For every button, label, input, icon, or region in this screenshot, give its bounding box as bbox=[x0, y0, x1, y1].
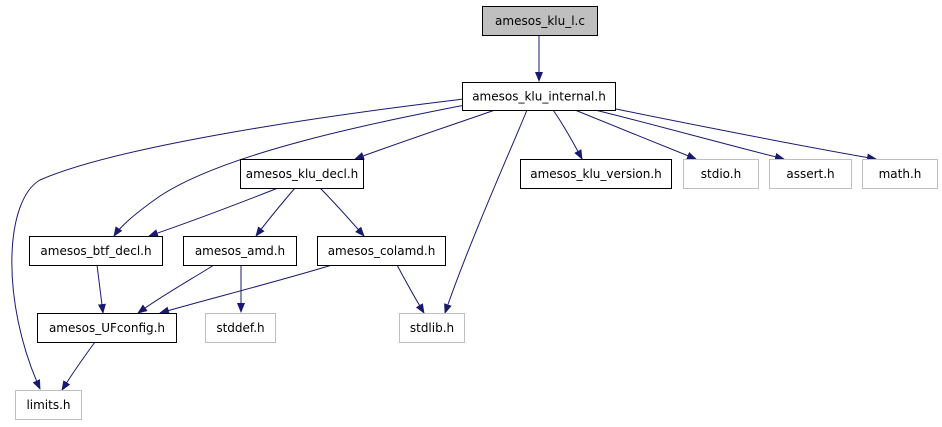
edge-amesos_klu_decl_h-to-amesos_btf_decl_h bbox=[148, 187, 279, 237]
node-label: amesos_klu_internal.h bbox=[472, 90, 606, 104]
edge-amesos_amd_h-to-amesos_UFconfig_h bbox=[137, 264, 215, 314]
node-stddef_h: stddef.h bbox=[205, 313, 276, 343]
node-math_h: math.h bbox=[862, 159, 938, 189]
node-label: stdlib.h bbox=[410, 321, 454, 335]
node-label: amesos_klu_l.c bbox=[495, 14, 585, 28]
node-amesos_klu_decl_h[interactable]: amesos_klu_decl.h bbox=[240, 159, 364, 189]
node-amesos_btf_decl_h[interactable]: amesos_btf_decl.h bbox=[29, 236, 163, 266]
node-box bbox=[29, 236, 163, 266]
edge-amesos_UFconfig_h-to-limits_h bbox=[61, 341, 96, 391]
edge-amesos_colamd_h-to-stdlib_h bbox=[396, 264, 425, 314]
edge-amesos_btf_decl_h-to-amesos_UFconfig_h bbox=[96, 264, 106, 314]
node-limits_h: limits.h bbox=[15, 390, 82, 420]
nodes-layer: amesos_klu_l.c amesos_klu_internal.hameso… bbox=[15, 6, 938, 420]
node-label: amesos_btf_decl.h bbox=[40, 244, 151, 258]
node-box bbox=[520, 159, 672, 189]
node-label: amesos_UFconfig.h bbox=[49, 321, 165, 335]
node-stdio_h: stdio.h bbox=[683, 159, 759, 189]
edge-amesos_klu_decl_h-to-amesos_amd_h bbox=[255, 187, 296, 237]
edge-amesos_colamd_h-to-amesos_UFconfig_h bbox=[159, 264, 333, 315]
edge-amesos_klu_internal_h-to-amesos_klu_decl_h bbox=[354, 109, 496, 160]
node-label: amesos_klu_decl.h bbox=[246, 167, 359, 181]
edge-amesos_klu_internal_h-to-limits_h bbox=[11, 98, 465, 390]
node-box bbox=[683, 159, 759, 189]
node-box bbox=[205, 313, 276, 343]
node-amesos_klu_l_c[interactable]: amesos_klu_l.c bbox=[482, 6, 598, 36]
node-amesos_amd_h[interactable]: amesos_amd.h bbox=[183, 236, 297, 266]
node-amesos_klu_version_h[interactable]: amesos_klu_version.h bbox=[520, 159, 672, 189]
edge-amesos_klu_internal_h-to-amesos_btf_decl_h bbox=[113, 103, 471, 237]
edge-amesos_klu_internal_h-to-stdlib_h bbox=[444, 109, 528, 314]
node-stdlib_h: stdlib.h bbox=[399, 313, 465, 343]
node-box bbox=[317, 236, 446, 266]
node-box bbox=[399, 313, 465, 343]
edge-amesos_klu_internal_h-to-assert_h bbox=[594, 109, 785, 161]
node-assert_h: assert.h bbox=[769, 159, 852, 189]
edge-amesos_klu_internal_h-to-stdio_h bbox=[574, 109, 697, 160]
node-label: stdio.h bbox=[701, 167, 741, 181]
node-label: amesos_klu_version.h bbox=[530, 167, 662, 181]
node-label: math.h bbox=[879, 167, 922, 181]
node-amesos_UFconfig_h[interactable]: amesos_UFconfig.h bbox=[37, 313, 177, 343]
node-box bbox=[15, 390, 82, 420]
edge-amesos_klu_decl_h-to-amesos_colamd_h bbox=[319, 187, 365, 237]
node-box bbox=[862, 159, 938, 189]
node-label: limits.h bbox=[26, 398, 70, 412]
node-box bbox=[240, 159, 364, 189]
node-label: amesos_amd.h bbox=[195, 244, 285, 258]
edges-layer bbox=[11, 35, 877, 391]
node-label: assert.h bbox=[786, 167, 834, 181]
node-label: amesos_colamd.h bbox=[328, 244, 436, 258]
node-box bbox=[462, 82, 616, 111]
edge-amesos_klu_internal_h-to-amesos_klu_version_h bbox=[552, 109, 583, 160]
node-amesos_klu_internal_h[interactable]: amesos_klu_internal.h bbox=[462, 82, 616, 111]
node-box bbox=[769, 159, 852, 189]
edge-amesos_klu_internal_h-to-math_h bbox=[610, 107, 877, 162]
node-box bbox=[482, 6, 598, 36]
node-box bbox=[37, 313, 177, 343]
node-label: stddef.h bbox=[216, 321, 264, 335]
node-box bbox=[183, 236, 297, 266]
node-amesos_colamd_h[interactable]: amesos_colamd.h bbox=[317, 236, 446, 266]
